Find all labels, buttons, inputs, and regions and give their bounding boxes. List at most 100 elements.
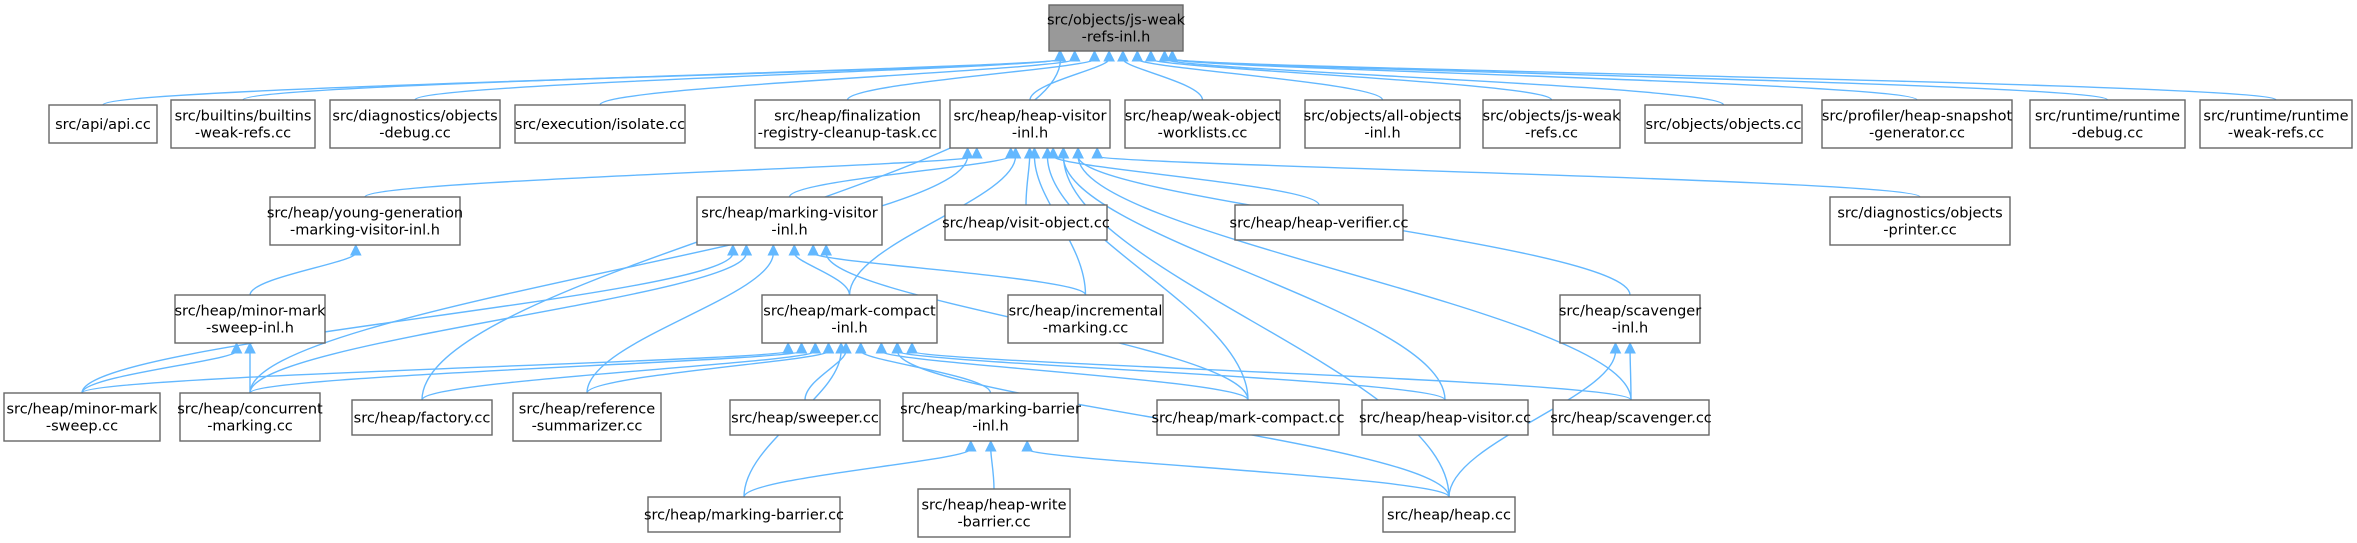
node-label-api-line-0: src/api/api.cc: [55, 117, 151, 133]
node-root[interactable]: src/objects/js-weak-refs-inl.h: [1047, 4, 1186, 52]
dependency-edge-heapvisitorcc-to-markcompacth: [896, 350, 1446, 401]
node-label-finalization-line-1: -registry-cleanup-task.cc: [758, 126, 938, 142]
node-builtins[interactable]: src/builtins/builtins-weak-refs.cc: [170, 99, 316, 149]
node-sweeper[interactable]: src/heap/sweeper.cc: [729, 399, 881, 436]
dependency-edge-isolate-to-root: [599, 58, 1076, 106]
arrowhead-heapcc-to-heapvisitorh: [1057, 146, 1070, 159]
node-box-concurrent: [179, 392, 321, 442]
node-box-heapvisitorcc: [1361, 399, 1529, 436]
arrowhead-markcompactcc-to-heapvisitorh: [1041, 146, 1054, 159]
node-box-younggen: [269, 196, 461, 246]
node-diagprinter[interactable]: src/diagnostics/objects-printer.cc: [1829, 196, 2011, 246]
node-incremental[interactable]: src/heap/incremental-marking.cc: [1007, 294, 1164, 344]
arrowhead-jsweakcc-to-root: [1145, 49, 1157, 62]
node-label-heapwrite-line-1: -barrier.cc: [957, 515, 1030, 531]
node-factory[interactable]: src/heap/factory.cc: [351, 399, 493, 436]
node-label-profiler-line-1: -generator.cc: [1869, 126, 1965, 142]
node-markingvisitor[interactable]: src/heap/marking-visitor-inl.h: [696, 196, 883, 246]
node-label-markingbarriercc-line-0: src/heap/marking-barrier.cc: [644, 508, 844, 524]
arrowhead-concurrent-to-markingvisitor: [740, 243, 753, 256]
node-markingbarriercc[interactable]: src/heap/marking-barrier.cc: [644, 496, 844, 533]
node-label-diagprinter-line-0: src/diagnostics/objects: [1837, 206, 2002, 222]
node-label-heapvisitorh-line-1: -inl.h: [1012, 126, 1048, 142]
node-box-visitobject: [944, 204, 1108, 241]
node-label-heapcc-line-0: src/heap/heap.cc: [1387, 508, 1511, 524]
node-label-objectscc-line-0: src/objects/objects.cc: [1646, 117, 1802, 133]
node-label-jsweakcc-line-0: src/objects/js-weak: [1482, 109, 1621, 125]
node-scavengerh[interactable]: src/heap/scavenger-inl.h: [1559, 294, 1701, 344]
node-weakobject[interactable]: src/heap/weak-object-worklists.cc: [1124, 99, 1281, 149]
arrowhead-markingbarrierh-to-markcompacth: [854, 341, 867, 354]
node-label-scavengercc-line-0: src/heap/scavenger.cc: [1550, 411, 1712, 427]
node-rtweak[interactable]: src/runtime/runtime-weak-refs.cc: [2199, 99, 2353, 149]
dependency-edge-objectscc-to-root: [1163, 58, 1725, 106]
arrowhead-minormarkcc-to-minormarkh: [230, 341, 243, 354]
node-heapvisitorh[interactable]: src/heap/heap-visitor-inl.h: [949, 99, 1111, 149]
node-concurrent[interactable]: src/heap/concurrent-marking.cc: [177, 392, 323, 442]
node-box-finalization: [754, 99, 941, 149]
node-box-factory: [351, 399, 493, 436]
node-heapverifier[interactable]: src/heap/heap-verifier.cc: [1230, 204, 1409, 241]
node-heapcc[interactable]: src/heap/heap.cc: [1382, 496, 1516, 533]
dependency-edge-sweeper-to-markcompacth: [804, 350, 847, 401]
node-heapvisitorcc[interactable]: src/heap/heap-visitor.cc: [1359, 399, 1531, 436]
dependency-edge-scavengercc-to-heapvisitorh: [1077, 155, 1632, 401]
node-objectscc[interactable]: src/objects/objects.cc: [1644, 104, 1803, 144]
node-label-isolate-line-0: src/execution/isolate.cc: [515, 117, 685, 133]
node-box-minormarkcc: [3, 392, 161, 442]
node-visitobject[interactable]: src/heap/visit-object.cc: [942, 204, 1110, 241]
dependency-edge-heapwrite-to-markingbarrierh: [990, 448, 995, 490]
dependency-edge-rtweak-to-root: [1171, 58, 2277, 101]
node-label-markingvisitor-line-0: src/heap/marking-visitor: [701, 206, 878, 222]
node-profiler[interactable]: src/profiler/heap-snapshot-generator.cc: [1821, 99, 2013, 149]
node-box-markingvisitor: [696, 196, 883, 246]
arrowhead-minormarkcc-to-markcompacth: [782, 341, 794, 354]
node-label-rtdebug-line-0: src/runtime/runtime: [2035, 109, 2180, 125]
node-diagdebug[interactable]: src/diagnostics/objects-debug.cc: [329, 99, 501, 149]
node-markcompactcc[interactable]: src/heap/mark-compact.cc: [1151, 399, 1345, 436]
node-label-root-line-1: -refs-inl.h: [1082, 30, 1151, 46]
node-box-markingbarriercc: [647, 496, 841, 533]
arrowhead-markcompacth-to-markingvisitor: [788, 243, 801, 256]
node-label-younggen-line-0: src/heap/young-generation: [267, 206, 463, 222]
node-minormarkcc[interactable]: src/heap/minor-mark-sweep.cc: [3, 392, 161, 442]
dependency-edge-heapverifier-to-heapvisitorh: [1052, 155, 1320, 206]
node-box-root: [1048, 4, 1184, 52]
node-finalization[interactable]: src/heap/finalization-registry-cleanup-t…: [754, 99, 941, 149]
dependency-edge-finalization-to-root: [846, 58, 1096, 101]
dependency-edge-minormarkcc-to-markingvisitor: [81, 252, 734, 394]
node-label-visitobject-line-0: src/heap/visit-object.cc: [942, 216, 1110, 232]
dependency-edge-heapvisitorcc-to-heapvisitorh: [1062, 155, 1446, 401]
node-box-isolate: [514, 104, 686, 144]
node-label-reference-line-0: src/heap/reference: [519, 402, 655, 418]
node-reference[interactable]: src/heap/reference-summarizer.cc: [512, 392, 662, 442]
node-allobjects[interactable]: src/objects/all-objects-inl.h: [1304, 99, 1462, 149]
node-minormarkh[interactable]: src/heap/minor-mark-sweep-inl.h: [174, 294, 327, 344]
node-heapwrite[interactable]: src/heap/heap-write-barrier.cc: [917, 488, 1071, 538]
dependency-edge-incremental-to-markingvisitor: [812, 252, 1087, 296]
node-isolate[interactable]: src/execution/isolate.cc: [514, 104, 686, 144]
node-label-builtins-line-0: src/builtins/builtins: [175, 109, 312, 125]
node-api[interactable]: src/api/api.cc: [48, 104, 158, 144]
node-label-finalization-line-0: src/heap/finalization: [774, 109, 921, 125]
arrowhead-rtweak-to-root: [1166, 49, 1179, 62]
node-box-objectscc: [1644, 104, 1803, 144]
dependency-edge-allobjects-to-root: [1136, 58, 1384, 101]
node-rtdebug[interactable]: src/runtime/runtime-debug.cc: [2029, 99, 2186, 149]
node-label-heapvisitorcc-line-0: src/heap/heap-visitor.cc: [1359, 411, 1531, 427]
node-box-heapvisitorh: [949, 99, 1111, 149]
node-markcompacth[interactable]: src/heap/mark-compact-inl.h: [761, 294, 938, 344]
node-scavengercc[interactable]: src/heap/scavenger.cc: [1550, 399, 1712, 436]
node-box-heapverifier: [1234, 204, 1404, 241]
node-label-diagprinter-line-1: -printer.cc: [1883, 223, 1956, 239]
node-label-concurrent-line-0: src/heap/concurrent: [177, 402, 323, 418]
arrowhead-markcompactcc-to-markcompacth: [875, 341, 888, 354]
node-jsweakcc[interactable]: src/objects/js-weak-refs.cc: [1482, 99, 1621, 149]
node-label-diagdebug-line-0: src/diagnostics/objects: [332, 109, 497, 125]
arrowhead-heapvisitorh-to-root: [1103, 49, 1115, 62]
node-younggen[interactable]: src/heap/young-generation-marking-visito…: [267, 196, 463, 246]
node-markingbarrierh[interactable]: src/heap/marking-barrier-inl.h: [900, 392, 1081, 442]
node-box-heapcc: [1382, 496, 1516, 533]
node-label-concurrent-line-1: -marking.cc: [207, 419, 293, 435]
